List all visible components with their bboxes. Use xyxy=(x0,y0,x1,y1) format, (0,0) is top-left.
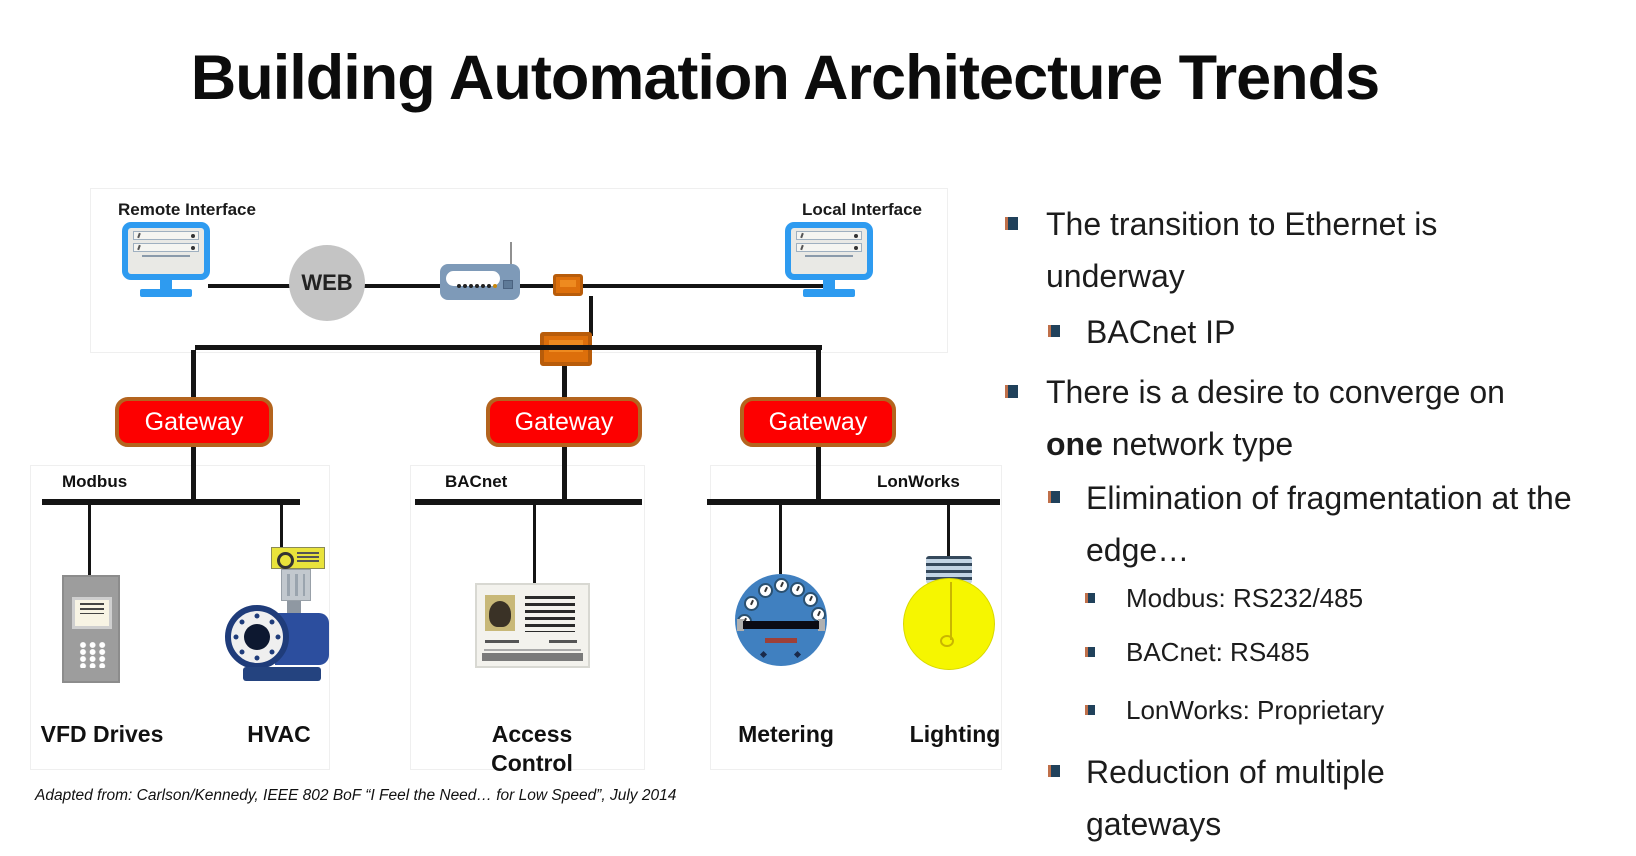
bullet-square-icon xyxy=(1048,325,1060,337)
remote-interface-label: Remote Interface xyxy=(118,200,256,219)
modbus-bus-line xyxy=(42,499,300,505)
local-monitor-icon xyxy=(785,222,873,297)
device-drop-line xyxy=(947,505,950,556)
photo-icon xyxy=(485,595,515,631)
light-bulb-icon xyxy=(903,578,995,670)
lighting-label: Lighting xyxy=(909,721,1001,747)
gateway-node-3: Gateway xyxy=(740,397,896,447)
bullet-item: There is a desire to converge on one net… xyxy=(1000,366,1636,470)
modbus-label: Modbus xyxy=(62,472,128,491)
drop-line xyxy=(562,366,567,397)
bullet-text: The transition to Ethernet is underway xyxy=(1046,206,1438,294)
web-cloud-icon: WEB xyxy=(289,245,365,321)
bullet-item: Reduction of multiple gateways xyxy=(1000,746,1636,850)
dial-icon xyxy=(803,592,818,607)
dial-icon xyxy=(758,583,773,598)
router-icon xyxy=(440,242,520,300)
dial-icon xyxy=(774,578,789,593)
web-label: WEB xyxy=(301,270,353,295)
bullet-square-icon xyxy=(1005,217,1018,230)
remote-monitor-icon xyxy=(122,222,210,297)
gateway-node-2: Gateway xyxy=(486,397,642,447)
id-card-icon xyxy=(475,583,590,668)
bullet-text: Elimination of fragmentation at the edge… xyxy=(1086,480,1572,568)
drop-line xyxy=(191,447,196,499)
bullet-square-icon xyxy=(1085,705,1095,715)
bullet-item: The transition to Ethernet is underway xyxy=(1000,198,1636,302)
device-drop-line xyxy=(533,505,536,583)
bullet-text: BACnet: RS485 xyxy=(1126,637,1310,667)
keypad-icon xyxy=(79,641,108,668)
drop-line xyxy=(816,350,821,397)
bullet-square-icon xyxy=(1048,491,1060,503)
metering-label: Metering xyxy=(738,721,834,747)
hvac-valve-icon xyxy=(225,547,331,697)
dial-icon xyxy=(790,582,805,597)
hvac-label: HVAC xyxy=(247,721,311,747)
gateway-node-1: Gateway xyxy=(115,397,273,447)
bullet-text: Reduction of multiple gateways xyxy=(1086,754,1385,842)
bullet-square-icon xyxy=(1085,647,1095,657)
bullet-text: LonWorks: Proprietary xyxy=(1126,695,1385,725)
bullet-text: There is a desire to converge on one net… xyxy=(1046,374,1505,462)
bullet-text: BACnet IP xyxy=(1086,314,1236,350)
bullet-text: Modbus: RS232/485 xyxy=(1126,583,1364,613)
access-control-label: Access Control xyxy=(491,721,573,776)
bullet-item: Elimination of fragmentation at the edge… xyxy=(1000,472,1636,576)
vfd-drive-icon xyxy=(62,575,120,683)
bullet-square-icon xyxy=(1048,765,1060,777)
flange-icon xyxy=(225,605,289,669)
actuator-tag-icon xyxy=(271,547,325,569)
bullet-item: BACnet IP xyxy=(1000,306,1636,358)
bacnet-label: BACnet xyxy=(445,472,508,491)
bullet-square-icon xyxy=(1005,385,1018,398)
bullet-item: LonWorks: Proprietary xyxy=(1000,690,1636,730)
dial-icon xyxy=(744,596,759,611)
backbone-line xyxy=(195,345,822,350)
lonworks-label: LonWorks xyxy=(877,472,960,491)
bullet-item: Modbus: RS232/485 xyxy=(1000,578,1636,618)
bullet-square-icon xyxy=(1085,593,1095,603)
page-title: Building Automation Architecture Trends xyxy=(190,43,1380,113)
drop-line xyxy=(562,447,567,499)
meter-icon xyxy=(735,574,827,666)
bullet-list: The transition to Ethernet is underway B… xyxy=(1000,198,1636,850)
lonworks-bus-line xyxy=(707,499,1000,505)
drop-line xyxy=(816,447,821,499)
bacnet-bus-line xyxy=(415,499,642,505)
local-interface-label: Local Interface xyxy=(802,200,922,219)
antenna-icon xyxy=(510,242,512,264)
bullet-item: BACnet: RS485 xyxy=(1000,632,1636,672)
architecture-diagram: Remote Interface WEB Local Interface Gat… xyxy=(25,180,1035,810)
network-tap-icon xyxy=(553,274,583,296)
vfd-drives-label: VFD Drives xyxy=(40,721,164,747)
device-drop-line xyxy=(88,505,91,575)
device-drop-line xyxy=(280,505,283,552)
drop-line xyxy=(191,350,196,397)
attribution-text: Adapted from: Carlson/Kennedy, IEEE 802 … xyxy=(35,787,677,804)
tap-link-line xyxy=(589,296,593,336)
device-drop-line xyxy=(779,505,782,574)
